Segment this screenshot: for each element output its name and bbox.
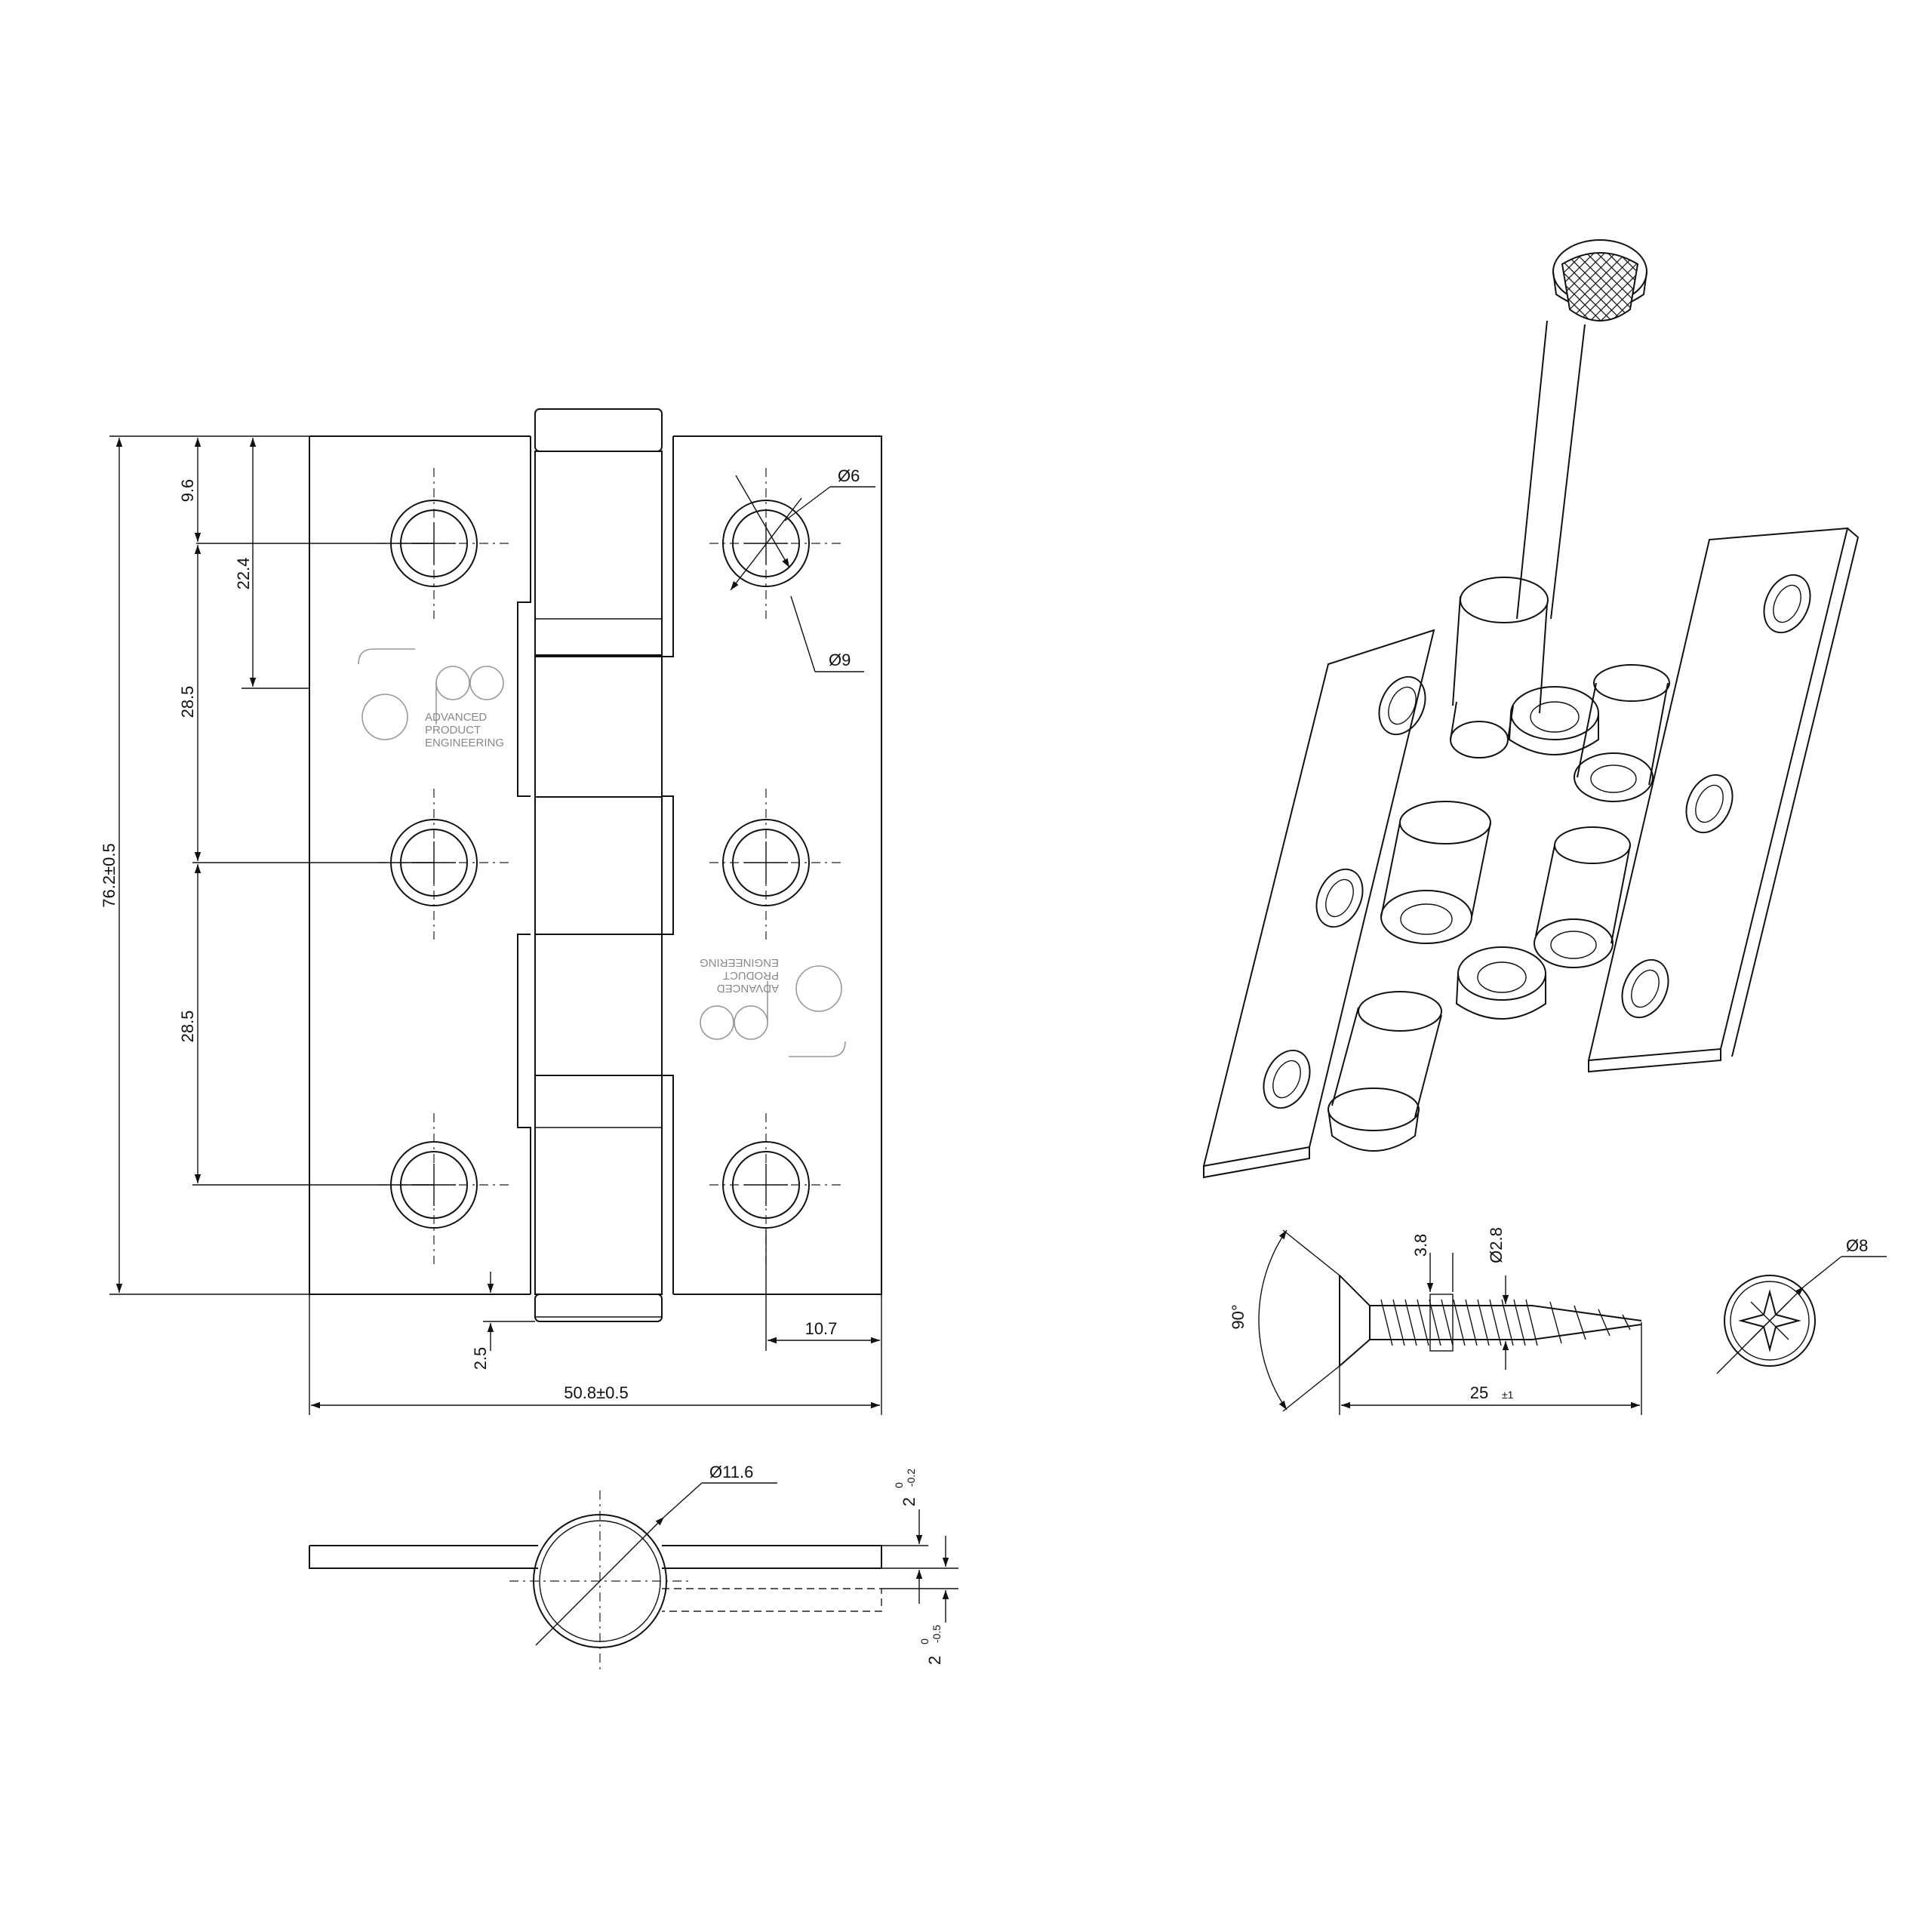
svg-text:2.5: 2.5 — [471, 1347, 490, 1371]
screw-holes-left — [377, 468, 513, 1264]
dim-top-hole: 9.6 — [178, 438, 434, 544]
screw-head-top-view: Ø8 — [1716, 1236, 1887, 1374]
dim-hole-edge: 10.7 — [765, 1230, 880, 1351]
logo-text-line3-inverted: ENGINEERING — [700, 956, 779, 969]
logo-text-line2-inverted: PRODUCT — [723, 969, 779, 982]
logo-text-line1-inverted: ADVANCED — [717, 982, 779, 995]
ape-logo-left: ADVANCED PRODUCT ENGINEERING — [358, 648, 504, 749]
svg-text:9.6: 9.6 — [178, 479, 197, 503]
ape-logo-right-inverted: ADVANCED PRODUCT ENGINEERING — [700, 956, 846, 1057]
svg-text:90°: 90° — [1229, 1304, 1247, 1329]
dim-knuckle-offset: 2.5 — [471, 1272, 535, 1370]
dim-overall-width: 50.8±0.5 — [309, 1294, 882, 1415]
hinge-knuckle-barrel — [534, 408, 663, 1322]
svg-text:28.5: 28.5 — [178, 686, 197, 718]
hinge-side-view: Ø11.6 2 0 -0.2 2 0 -0.5 — [309, 1463, 958, 1672]
svg-text:2: 2 — [925, 1656, 944, 1665]
screw-side-view: 90° 25 ±1 3.8 Ø2.8 — [1229, 1227, 1642, 1415]
dim-pitch-1: 28.5 — [178, 545, 434, 863]
hinge-right-leaf — [673, 435, 882, 1295]
svg-text:0: 0 — [918, 1638, 931, 1644]
dim-overall-height-label: 76.2±0.5 — [100, 843, 118, 907]
svg-text:Ø8: Ø8 — [1846, 1236, 1868, 1255]
hinge-pin — [1516, 239, 1647, 620]
hinge-knuckles-exploded — [1327, 577, 1670, 1152]
svg-text:Ø6: Ø6 — [838, 466, 860, 485]
svg-text:2: 2 — [900, 1497, 918, 1506]
logo-text-line2: PRODUCT — [425, 724, 481, 737]
svg-text:25: 25 — [1470, 1383, 1488, 1402]
dim-top-hole-2: 22.4 — [234, 438, 309, 689]
svg-text:-0.2: -0.2 — [905, 1469, 917, 1487]
hinge-left-leaf — [309, 435, 531, 1295]
svg-text:Ø2.8: Ø2.8 — [1487, 1227, 1506, 1263]
svg-text:50.8±0.5: 50.8±0.5 — [564, 1383, 628, 1402]
hinge-front-view: ADVANCED PRODUCT ENGINEERING ADVANCED PR… — [100, 408, 882, 1415]
svg-text:0: 0 — [893, 1482, 905, 1488]
svg-text:10.7: 10.7 — [805, 1319, 838, 1338]
dim-hole-inner: Ø6 — [735, 466, 875, 568]
svg-text:Ø9: Ø9 — [829, 651, 851, 669]
svg-text:22.4: 22.4 — [234, 558, 253, 590]
logo-text-line1: ADVANCED — [425, 711, 487, 724]
logo-text-line3: ENGINEERING — [425, 737, 504, 749]
dim-knuckle-dia-label: Ø11.6 — [709, 1463, 753, 1481]
svg-text:3.8: 3.8 — [1411, 1234, 1430, 1257]
svg-text:±1: ±1 — [1502, 1389, 1514, 1401]
dim-overall-height: 76.2±0.5 — [100, 435, 309, 1295]
dim-hole-outer: Ø9 — [730, 497, 864, 672]
dim-pitch-2: 28.5 — [178, 864, 434, 1186]
svg-text:28.5: 28.5 — [178, 1011, 197, 1043]
svg-text:-0.5: -0.5 — [931, 1625, 943, 1643]
hinge-isometric-view — [1202, 239, 1860, 1179]
screw-holes-right — [709, 468, 845, 1264]
